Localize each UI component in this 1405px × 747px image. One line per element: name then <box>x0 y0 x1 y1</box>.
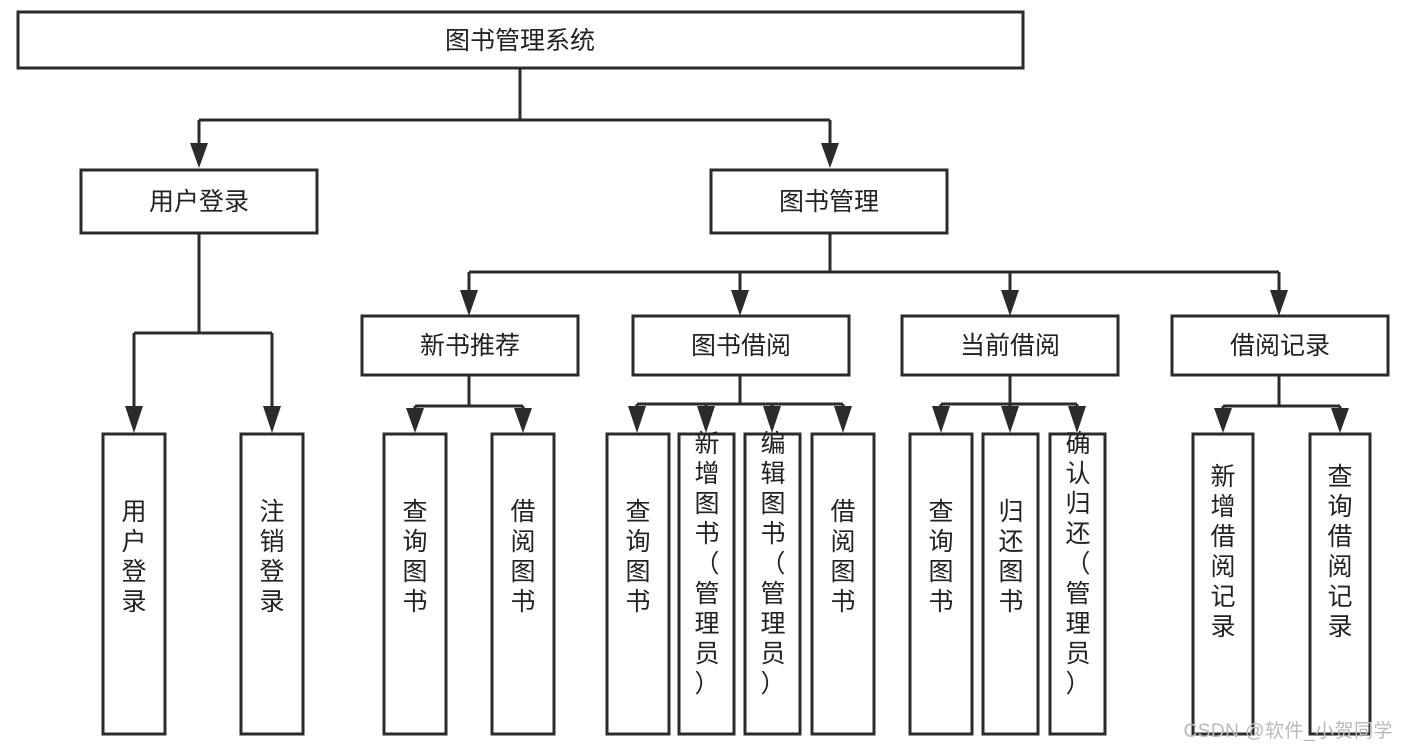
leaf-borrow-book-2[interactable]: 借阅图书 <box>810 432 876 736</box>
connector-group-borrow-record <box>1214 375 1349 433</box>
leaf-return-book-box[interactable] <box>981 432 1040 736</box>
leaf-confirm-return[interactable]: 确认归还（管理员） <box>1048 430 1107 736</box>
leaf-add-record-label: 新增借阅记录 <box>1210 463 1235 641</box>
leaf-add-book[interactable]: 新增图书（管理员） <box>677 430 736 736</box>
leaf-query-book-2-box[interactable] <box>605 432 671 736</box>
connector-group-root <box>190 68 839 168</box>
arrow-user-login-leaf-1 <box>125 406 143 433</box>
leaf-query-book-3-label: 查询图书 <box>928 498 953 616</box>
leaf-user-logout-label: 注销登录 <box>259 498 284 616</box>
leaf-return-book[interactable]: 归还图书 <box>981 432 1040 736</box>
arrow-root-to-user-login <box>190 143 208 168</box>
leaf-borrow-book-2-label: 借阅图书 <box>830 498 855 616</box>
leaf-user-login-label: 用户登录 <box>121 498 146 616</box>
leaf-edit-book-label: 编辑图书（管理员） <box>760 430 785 698</box>
csdn-watermark: CSDN @软件_小贺同学 <box>1183 721 1393 742</box>
node-book-management-label: 图书管理 <box>779 188 879 216</box>
node-user-login-box[interactable] <box>79 168 319 235</box>
node-new-book-recommend-box[interactable] <box>360 314 580 377</box>
connector-group-new-book-recommend <box>406 375 532 433</box>
leaf-borrow-book-1[interactable]: 借阅图书 <box>490 432 556 736</box>
leaf-confirm-return-box[interactable] <box>1048 432 1107 736</box>
leaf-query-book-1-box[interactable] <box>382 432 448 736</box>
node-current-borrow-label: 当前借阅 <box>960 332 1060 360</box>
arrow-current-borrow-leaf-3 <box>1068 406 1086 433</box>
node-user-login-label: 用户登录 <box>149 188 249 216</box>
leaf-query-book-2[interactable]: 查询图书 <box>605 432 671 736</box>
arrow-borrow-record-leaf-1 <box>1214 408 1232 433</box>
arrow-book-borrow-leaf-2 <box>697 406 715 433</box>
leaf-borrow-book-1-box[interactable] <box>490 432 556 736</box>
leaf-add-book-box[interactable] <box>677 432 736 736</box>
connector-group-book-borrow <box>628 375 852 433</box>
arrow-book-mgmt-to-borrow-record <box>1270 290 1288 316</box>
leaf-user-login[interactable]: 用户登录 <box>101 432 167 736</box>
leaf-add-record-box[interactable] <box>1191 432 1255 736</box>
leaf-borrow-book-1-label: 借阅图书 <box>510 498 535 616</box>
arrow-book-mgmt-to-book-borrow <box>731 290 749 316</box>
node-borrow-record-box[interactable] <box>1170 314 1390 377</box>
arrow-user-login-leaf-2 <box>263 406 281 433</box>
leaf-confirm-return-label: 确认归还（管理员） <box>1065 430 1090 698</box>
connector-group-book-mgmt <box>460 233 1288 316</box>
leaf-edit-book-box[interactable] <box>743 432 802 736</box>
leaf-user-login-box[interactable] <box>101 432 167 736</box>
arrow-new-book-leaf-2 <box>514 408 532 433</box>
node-book-borrow[interactable]: 图书借阅 <box>631 314 851 377</box>
arrow-current-borrow-leaf-2 <box>1001 406 1019 433</box>
leaf-user-logout-box[interactable] <box>239 432 305 736</box>
node-root[interactable]: 图书管理系统 <box>16 10 1025 70</box>
node-book-borrow-box[interactable] <box>631 314 851 377</box>
leaf-borrow-book-2-box[interactable] <box>810 432 876 736</box>
leaf-query-book-3[interactable]: 查询图书 <box>908 432 974 736</box>
leaf-add-record[interactable]: 新增借阅记录 <box>1191 432 1255 736</box>
arrow-new-book-leaf-1 <box>406 408 424 433</box>
node-user-login[interactable]: 用户登录 <box>79 168 319 235</box>
leaf-edit-book[interactable]: 编辑图书（管理员） <box>743 430 802 736</box>
node-book-borrow-label: 图书借阅 <box>691 332 791 360</box>
arrow-book-mgmt-to-current-borrow <box>1001 290 1019 316</box>
leaf-query-record[interactable]: 查询借阅记录 <box>1308 432 1372 736</box>
node-new-book-recommend[interactable]: 新书推荐 <box>360 314 580 377</box>
leaf-query-book-2-label: 查询图书 <box>625 498 650 616</box>
arrow-book-borrow-leaf-4 <box>834 406 852 433</box>
arrow-current-borrow-leaf-1 <box>932 406 950 433</box>
leaf-query-book-1[interactable]: 查询图书 <box>382 432 448 736</box>
node-current-borrow[interactable]: 当前借阅 <box>900 314 1120 377</box>
node-current-borrow-box[interactable] <box>900 314 1120 377</box>
node-book-management-box[interactable] <box>709 168 949 235</box>
arrow-book-mgmt-to-new-book <box>460 290 478 316</box>
leaf-query-record-label: 查询借阅记录 <box>1327 463 1352 641</box>
leaf-query-record-box[interactable] <box>1308 432 1372 736</box>
node-borrow-record-label: 借阅记录 <box>1230 332 1330 360</box>
arrow-borrow-record-leaf-2 <box>1331 408 1349 433</box>
arrow-book-borrow-leaf-3 <box>763 406 781 433</box>
node-borrow-record[interactable]: 借阅记录 <box>1170 314 1390 377</box>
leaf-add-book-label: 新增图书（管理员） <box>694 430 719 698</box>
node-book-management[interactable]: 图书管理 <box>709 168 949 235</box>
leaf-query-book-3-box[interactable] <box>908 432 974 736</box>
connector-group-user-login <box>125 233 281 433</box>
node-new-book-recommend-label: 新书推荐 <box>420 332 520 360</box>
leaf-user-logout[interactable]: 注销登录 <box>239 432 305 736</box>
node-root-label: 图书管理系统 <box>445 27 595 55</box>
arrow-book-borrow-leaf-1 <box>628 406 646 433</box>
arrow-root-to-book-mgmt <box>821 143 839 168</box>
node-root-box[interactable] <box>16 10 1025 70</box>
leaf-return-book-label: 归还图书 <box>998 498 1023 616</box>
connector-group-current-borrow <box>932 375 1086 433</box>
leaf-query-book-1-label: 查询图书 <box>402 498 427 616</box>
